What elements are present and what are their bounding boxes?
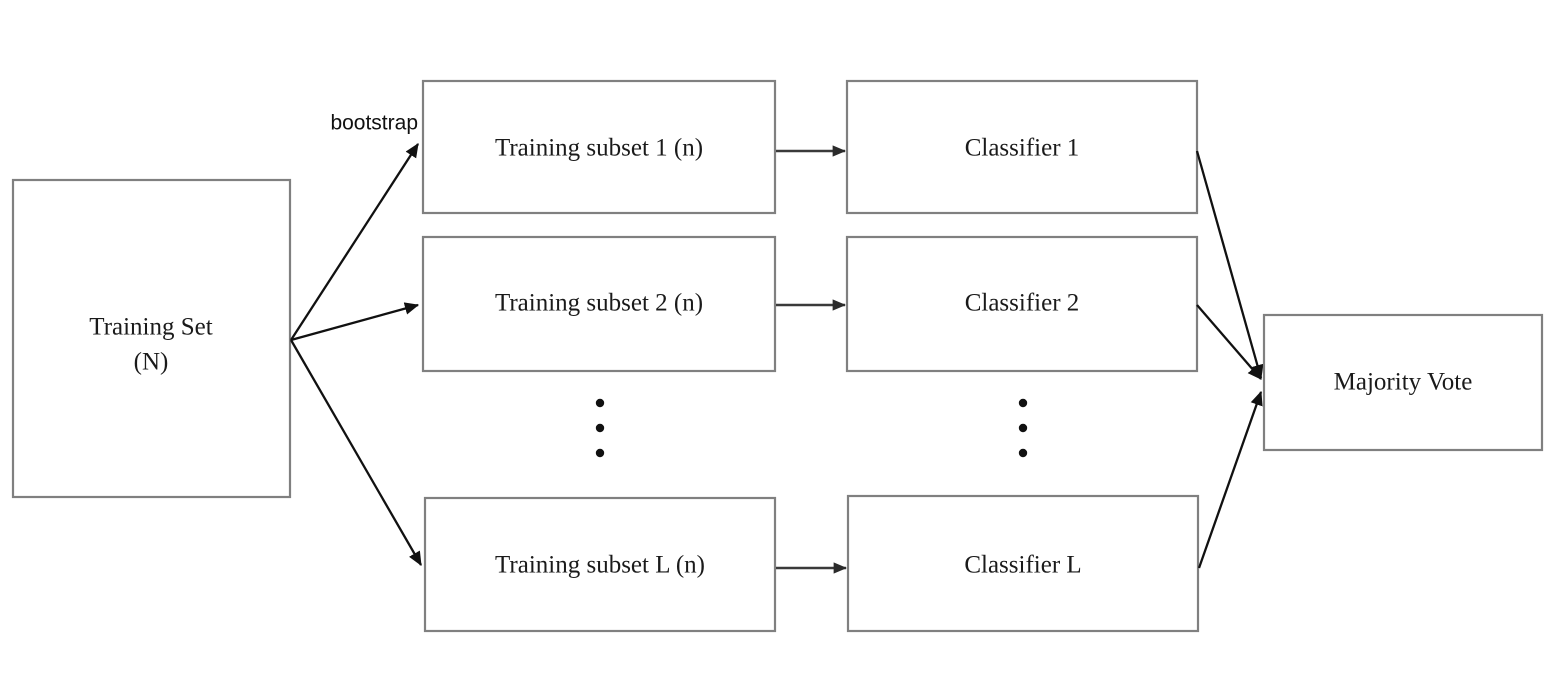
node-classifier-l[interactable]: Classifier L <box>846 494 1200 633</box>
classifier-ellipsis-dot-3 <box>1018 448 1028 458</box>
training-set-box[interactable] <box>11 178 292 499</box>
subset-ellipsis-dot-1 <box>595 398 605 408</box>
node-training-subset-l[interactable]: Training subset L (n) <box>423 496 777 633</box>
node-training-subset-1[interactable]: Training subset 1 (n) <box>421 79 777 215</box>
node-training-set[interactable]: Training Set (N) <box>11 178 292 499</box>
aggregation-edges <box>1195 150 1264 569</box>
classifier-1-label: Classifier 1 <box>965 135 1080 162</box>
training-subset-1-label: Training subset 1 (n) <box>495 135 703 162</box>
edge-classifier-2-to-majority-vote <box>1196 304 1262 380</box>
node-classifier-2[interactable]: Classifier 2 <box>845 235 1199 373</box>
edge-classifier-1-to-majority-vote <box>1195 150 1264 380</box>
subset-ellipsis <box>595 398 605 458</box>
majority-vote-label: Majority Vote <box>1334 369 1473 396</box>
training-subset-l-label: Training subset L (n) <box>495 552 705 579</box>
edge-training-set-to-subset-1 <box>290 143 419 341</box>
edge-training-set-to-subset-2 <box>290 302 420 342</box>
node-training-subset-2[interactable]: Training subset 2 (n) <box>421 235 777 373</box>
classifier-ellipsis-dot-1 <box>1018 398 1028 408</box>
node-majority-vote[interactable]: Majority Vote <box>1262 313 1544 452</box>
subset-ellipsis-dot-3 <box>595 448 605 458</box>
training-subset-1-box[interactable] <box>421 79 777 215</box>
training-set-label-line1: Training Set <box>89 314 212 341</box>
training-subset-l-box[interactable] <box>423 496 777 633</box>
classifier-2-box[interactable] <box>845 235 1199 373</box>
classifier-2-label: Classifier 2 <box>965 290 1080 317</box>
majority-vote-box[interactable] <box>1262 313 1544 452</box>
classifier-ellipsis-dot-2 <box>1018 423 1028 433</box>
bootstrap-edges <box>290 143 422 566</box>
classifier-ellipsis <box>1018 398 1028 458</box>
edge-training-set-to-subset-l <box>290 339 422 566</box>
subset-ellipsis-dot-2 <box>595 423 605 433</box>
training-subset-2-box[interactable] <box>421 235 777 373</box>
classifier-l-label: Classifier L <box>964 552 1081 579</box>
classifier-l-box[interactable] <box>846 494 1200 633</box>
training-set-label-line2: (N) <box>134 349 169 376</box>
node-classifier-1[interactable]: Classifier 1 <box>845 79 1199 215</box>
edge-classifier-l-to-majority-vote <box>1197 390 1263 569</box>
bootstrap-label: bootstrap <box>330 112 418 135</box>
classifier-1-box[interactable] <box>845 79 1199 215</box>
training-subset-2-label: Training subset 2 (n) <box>495 290 703 317</box>
